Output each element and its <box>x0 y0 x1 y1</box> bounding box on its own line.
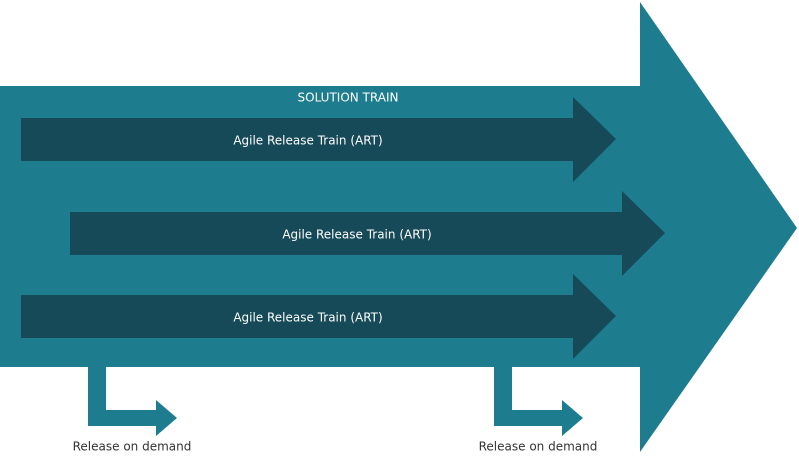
release-arrow-icon <box>494 367 583 436</box>
release-on-demand-1: Release on demand <box>73 367 192 454</box>
solution-train-title: SOLUTION TRAIN <box>298 91 399 105</box>
art-arrow-2: Agile Release Train (ART) <box>70 191 665 276</box>
art-label: Agile Release Train (ART) <box>233 311 382 325</box>
release-arrow-icon <box>88 367 177 436</box>
art-arrow-shape <box>21 97 616 182</box>
art-label: Agile Release Train (ART) <box>282 228 431 242</box>
art-label: Agile Release Train (ART) <box>233 134 382 148</box>
release-label: Release on demand <box>479 440 598 454</box>
art-arrow-1: Agile Release Train (ART) <box>21 97 616 182</box>
release-label: Release on demand <box>73 440 192 454</box>
art-arrow-shape <box>70 191 665 276</box>
release-on-demand-2: Release on demand <box>479 367 598 454</box>
art-arrow-shape <box>21 274 616 359</box>
art-arrow-3: Agile Release Train (ART) <box>21 274 616 359</box>
